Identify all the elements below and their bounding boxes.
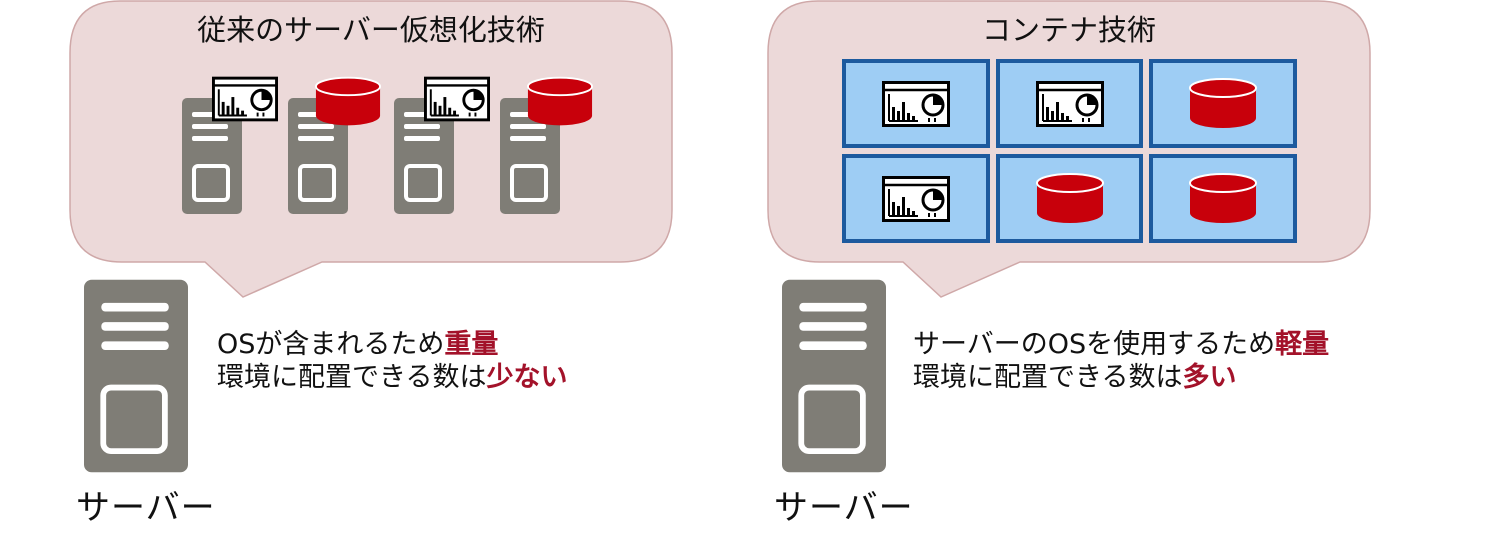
vm-description-line-1: OSが含まれるため重量 bbox=[217, 329, 499, 360]
vm-description: OSが含まれるため重量 環境に配置できる数は少ない bbox=[217, 328, 567, 394]
chart-window-icon bbox=[882, 176, 950, 222]
chart-window-icon bbox=[424, 76, 490, 122]
vm-description-line-2: 環境に配置できる数は少ない bbox=[217, 362, 568, 393]
database-icon bbox=[1188, 173, 1258, 225]
server-icon bbox=[782, 278, 886, 474]
many-highlight: 多い bbox=[1182, 362, 1237, 393]
vm-group bbox=[180, 76, 600, 216]
container-chart-app-2 bbox=[996, 59, 1143, 148]
container-grid bbox=[842, 59, 1297, 243]
container-description-line-1: サーバーのOSを使用するため軽量 bbox=[913, 329, 1330, 360]
chart-window-icon bbox=[1036, 81, 1104, 127]
container-description-line-2: 環境に配置できる数は多い bbox=[913, 362, 1237, 393]
vm-speech-bubble bbox=[69, 0, 673, 298]
vm-panel: 従来のサーバー仮想化技術 サーバー OSが含まれるため重量 環境に配置できる数は… bbox=[69, 0, 673, 528]
container-title: コンテナ技術 bbox=[981, 13, 1156, 47]
container-chart-app-3 bbox=[842, 154, 990, 243]
chart-window-icon bbox=[212, 76, 278, 122]
heavy-highlight: 重量 bbox=[444, 329, 499, 360]
container-chart-app-1 bbox=[842, 59, 990, 148]
server-label: サーバー bbox=[76, 488, 216, 528]
database-icon bbox=[1188, 78, 1258, 130]
container-database-2 bbox=[996, 154, 1143, 243]
server-label: サーバー bbox=[774, 488, 914, 528]
few-highlight: 少ない bbox=[486, 362, 568, 393]
container-description: サーバーのOSを使用するため軽量 環境に配置できる数は多い bbox=[913, 328, 1329, 394]
server-icon bbox=[84, 278, 188, 474]
container-database-1 bbox=[1149, 59, 1297, 148]
database-icon bbox=[1035, 173, 1105, 225]
chart-window-icon bbox=[882, 81, 950, 127]
vm-title: 従来のサーバー仮想化技術 bbox=[197, 13, 545, 47]
database-icon bbox=[314, 76, 382, 128]
light-highlight: 軽量 bbox=[1275, 329, 1330, 360]
database-icon bbox=[526, 76, 594, 128]
container-panel: コンテナ技術 サーバー サーバーのOSを使用するため軽量 環境に配置できる数は多… bbox=[750, 0, 1500, 541]
container-database-3 bbox=[1149, 154, 1297, 243]
